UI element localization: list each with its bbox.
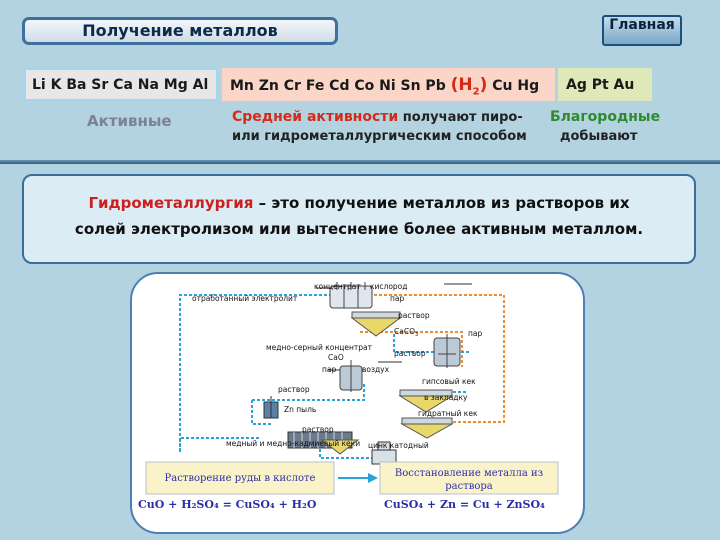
cake-hopper [320,439,360,455]
equation-2: CuSO₄ + Zn = Cu + ZnSO₄ [384,498,545,511]
home-button[interactable]: Главная [602,15,682,46]
medium-metals-suffix: Cu Hg [492,78,540,94]
equation-1: CuO + H₂SO₄ = CuSO₄ + H₂O [138,498,317,511]
thickener-3 [400,417,454,439]
process-flow-diagram: концентрат кислород отработанный электро… [145,282,559,495]
svg-text:пар: пар [468,329,482,338]
separator [0,160,720,164]
svg-text:пар: пар [322,365,336,374]
svg-text:CaCO3: CaCO3 [394,327,418,338]
svg-text:раствор: раствор [394,349,426,358]
svg-text:кислород: кислород [370,282,407,291]
svg-text:медный и медно-кадмиевый кеки: медный и медно-кадмиевый кеки [226,439,360,448]
step-arrow-head [368,473,378,483]
active-label: Активные [87,112,172,130]
medium-metals-box: Mn Zn Cr Fe Cd Co Ni Sn Pb (H2) Cu Hg [222,68,555,101]
definition-rest-2: солей электролизом или вытеснение более … [74,220,644,238]
svg-text:концентрат: концентрат [314,282,361,291]
svg-text:цинк катодный: цинк катодный [368,441,429,450]
svg-text:гипсовый кек: гипсовый кек [422,377,476,386]
svg-text:CaO: CaO [328,353,344,362]
noble-label: Благородные добывают [550,109,661,144]
step-dissolution-box [145,461,335,495]
definition-term: Гидрометаллургия [88,194,254,212]
top-reactor [329,282,373,309]
definition-box: Гидрометаллургия – это получение металло… [22,174,696,264]
noble-metals-box: Ag Pt Au [558,68,652,101]
svg-text:в закладку: в закладку [424,393,468,402]
svg-text:Zn пыль: Zn пыль [284,405,316,414]
svg-text:воздух: воздух [362,365,390,374]
step-reduction-label-1: Восстановление металла из [395,468,543,479]
neutralizer-tank-1 [433,334,461,368]
svg-text:гидратный кек: гидратный кек [418,409,478,418]
definition-rest-1: – это получение металлов из растворов их [258,194,630,212]
process-scheme: концентрат кислород отработанный электро… [130,272,585,534]
step-reduction-box [379,461,559,495]
medium-label: Средней активности получают пиро- или ги… [232,109,527,144]
cementation-tank [263,396,279,419]
svg-text:раствор: раствор [278,385,310,394]
step-dissolution-label: Растворение руды в кислоте [165,473,316,484]
svg-text:раствор: раствор [302,425,334,434]
svg-text:пар: пар [390,294,404,303]
svg-text:раствор: раствор [398,311,430,320]
hydrogen-marker: (H2) [450,75,488,98]
active-metals-box: Li K Ba Sr Ca Na Mg Al [24,68,218,101]
thickener-2 [398,389,454,413]
page-title: Получение металлов [22,17,338,45]
svg-text:отработанный электролит: отработанный электролит [192,294,298,303]
svg-text:медно-серный концентрат: медно-серный концентрат [266,343,373,352]
thickener-1 [350,311,402,337]
medium-metals-prefix: Mn Zn Cr Fe Cd Co Ni Sn Pb [230,78,446,94]
step-reduction-label-2: раствора [445,481,493,492]
neutralizer-tank-2 [339,360,363,392]
